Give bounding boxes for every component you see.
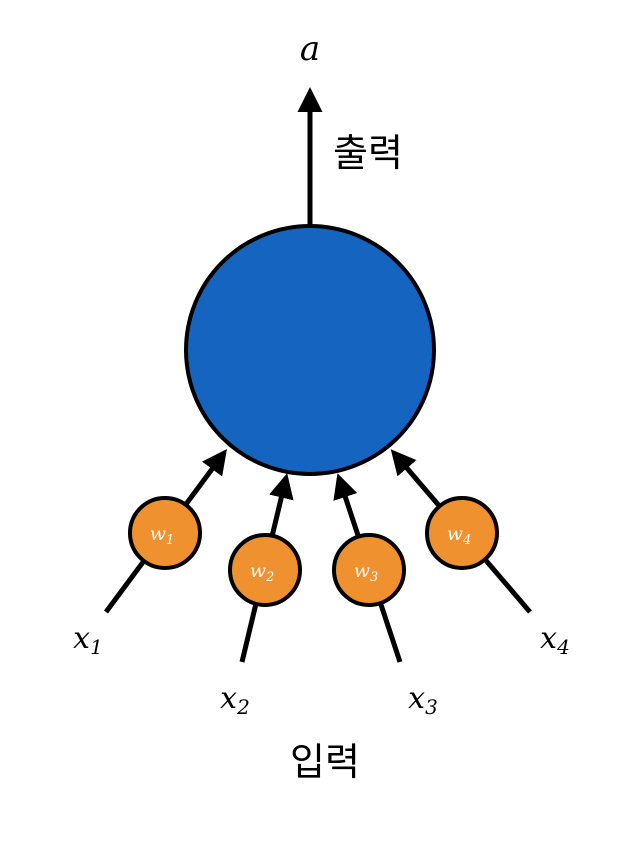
neuron-node: [184, 224, 436, 476]
input-caption: 입력: [290, 740, 360, 784]
input-label-2: x2: [220, 681, 250, 719]
output-symbol: a: [300, 29, 320, 69]
weight-node-4: [425, 496, 499, 570]
weight-node-3: [332, 533, 406, 607]
input-label-1: x1: [73, 621, 103, 659]
weight-node-1: [128, 496, 202, 570]
input-label-3: x3: [408, 681, 438, 719]
weight-label-3: w3: [354, 560, 379, 585]
weight-label-1: w1: [150, 523, 175, 548]
output-caption: 출력: [333, 131, 403, 175]
weight-label-2: w2: [250, 560, 275, 585]
input-label-4: x4: [540, 621, 570, 659]
weight-node-2: [228, 533, 302, 607]
weight-label-4: w4: [447, 523, 472, 548]
